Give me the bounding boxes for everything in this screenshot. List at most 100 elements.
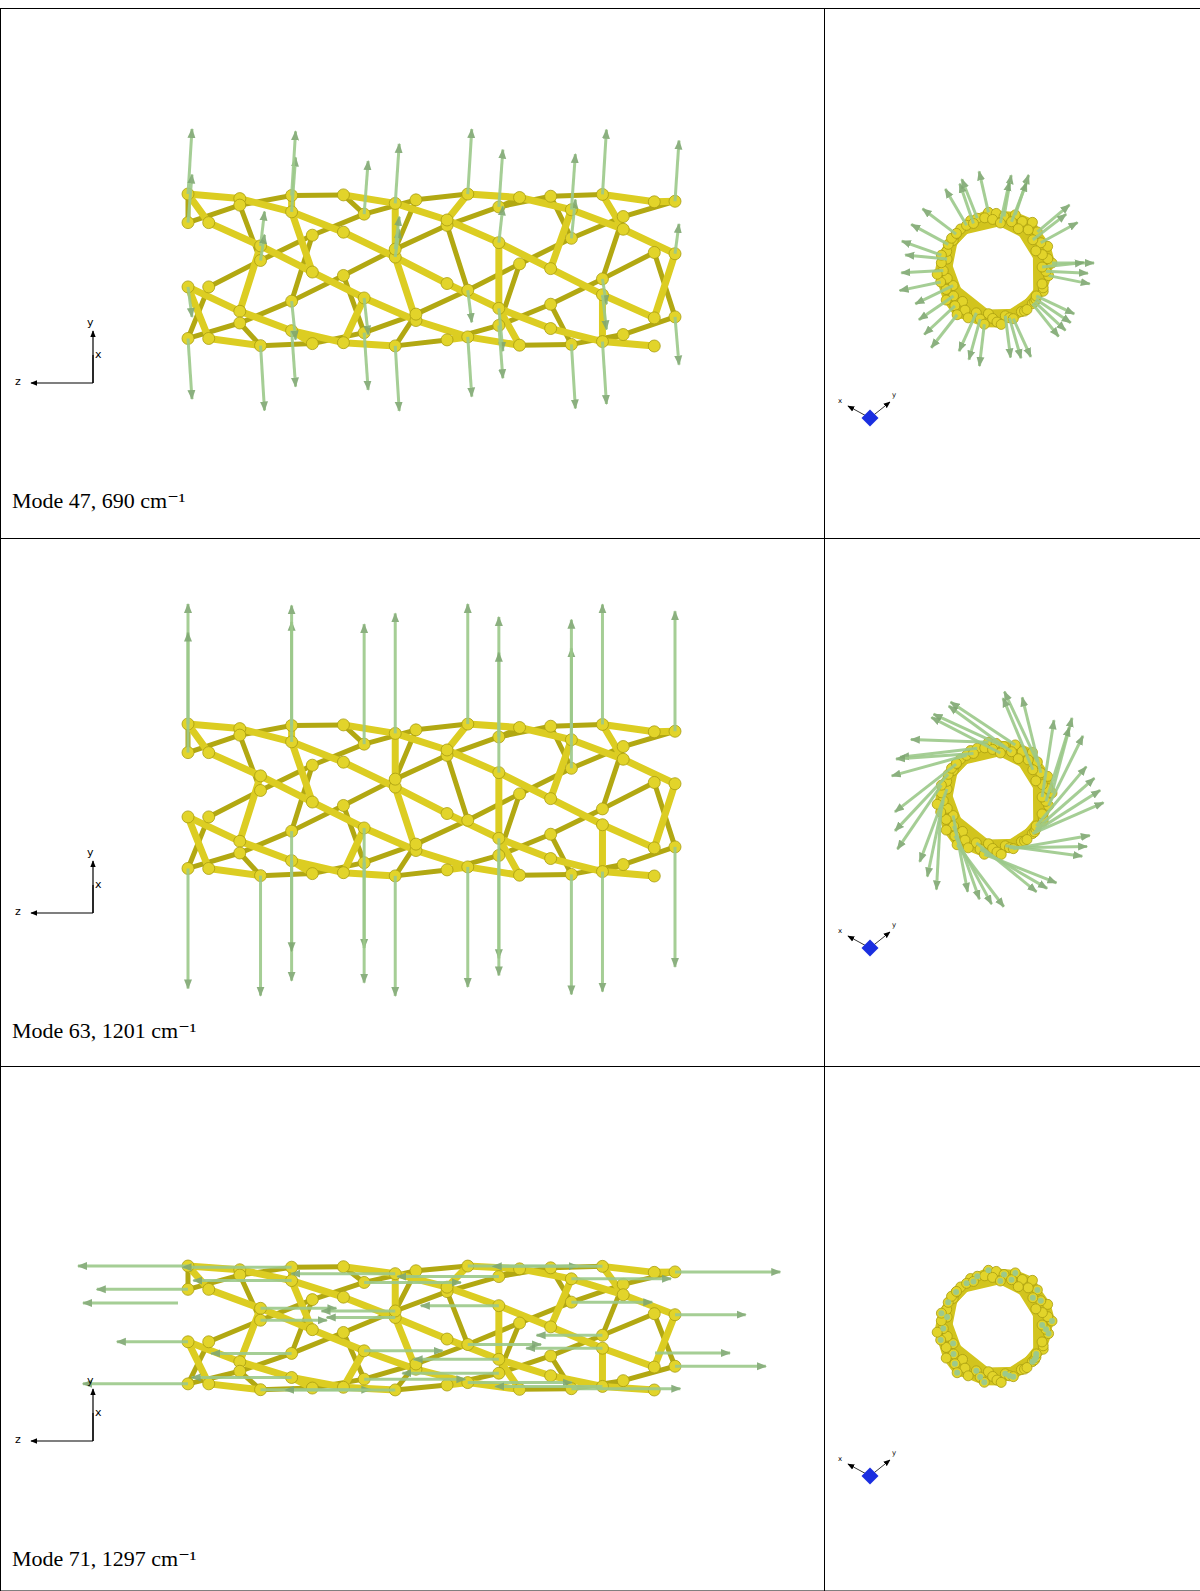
axis-line [92,861,93,913]
displacement-arrow [940,1326,946,1332]
atom [1013,1282,1023,1292]
displacement-arrow [655,1352,730,1355]
atom [617,859,629,871]
axis-marker [862,410,879,427]
bond [520,872,572,878]
bond [571,740,623,760]
atom [1022,1363,1032,1373]
displacement-arrow [1010,1374,1016,1380]
atom [337,1291,349,1303]
atom [545,793,557,805]
axis-marker [862,940,879,957]
atom [1037,1337,1047,1347]
displacement-arrow [1013,319,1031,357]
displacement-arrow [1049,736,1083,806]
bond [395,870,447,876]
displacement-arrow [954,1370,960,1376]
displacement-arrow [951,1351,957,1357]
atom [1037,279,1047,289]
bond [343,195,395,204]
displacement-arrow [1036,767,1086,826]
atom [669,778,681,790]
displacement-arrow [497,653,500,773]
atom [1031,776,1041,786]
displacement-arrow [675,1365,766,1368]
atom [648,1308,660,1320]
atom [648,246,660,258]
bond [395,787,447,813]
atom [1022,305,1032,315]
atom [203,1336,215,1348]
axis-label: y [87,1375,94,1386]
displacement-arrow [945,1299,951,1305]
bond [209,1384,261,1390]
axis-line [31,382,93,383]
displacement-arrow [468,129,472,194]
axis-line [31,1440,93,1441]
displacement-arrow [1039,1322,1045,1328]
displacement-arrow [571,344,575,408]
atom [234,305,246,317]
atom [648,842,660,854]
displacement-arrow [571,154,575,210]
displacement-arrow [364,333,368,390]
displacement-arrow [964,1280,970,1286]
axis-label: y [892,392,896,399]
axis-triad [848,402,890,426]
displacement-arrow [322,1309,396,1312]
axis-label: z [15,1434,21,1445]
bond [468,724,520,727]
atom [648,312,660,324]
displacement-arrow [499,206,503,242]
atom [1023,1283,1033,1293]
displacement-arrow [364,298,368,335]
displacement-arrow [261,235,265,261]
atom [306,759,318,771]
atom [410,1265,422,1277]
atom [648,1266,660,1278]
displacement-arrow [979,324,984,366]
bond [602,872,654,876]
displacement-arrow [499,150,503,207]
displacement-arrow [1042,720,1054,797]
displacement-arrow [290,831,293,951]
displacement-arrow [188,287,192,317]
bond [292,722,344,728]
displacement-arrow [364,1378,465,1381]
nanotube-figure [182,129,1094,411]
displacement-arrow [1042,263,1084,267]
bond [495,773,502,839]
atom [545,1321,557,1333]
bond [571,1279,623,1295]
displacement-arrow [1036,296,1074,314]
atom [306,1382,318,1394]
atom [410,838,422,850]
atom [255,784,267,796]
displacement-arrow [601,872,604,992]
atom [337,1261,349,1273]
atom [1028,1293,1038,1303]
displacement-arrow [364,1281,461,1284]
displacement-arrow [984,854,1056,883]
displacement-arrow [902,241,942,255]
displacement-arrow [211,1352,291,1355]
displacement-arrow [936,812,940,890]
displacement-arrow [675,141,679,202]
atom [1023,225,1033,235]
atom [963,1371,973,1381]
displacement-arrow [466,867,469,987]
displacement-arrow [1037,205,1069,232]
displacement-arrow [292,131,296,195]
atom [941,825,951,835]
displacement-arrow [363,624,366,744]
atom [306,1294,318,1306]
table-rule [0,8,1200,9]
displacement-arrow [896,753,973,759]
atom [617,753,629,765]
atom [514,192,526,204]
atom [389,773,401,785]
bond [447,1339,499,1359]
atom [1031,246,1041,256]
displacement-arrow [421,1304,499,1307]
